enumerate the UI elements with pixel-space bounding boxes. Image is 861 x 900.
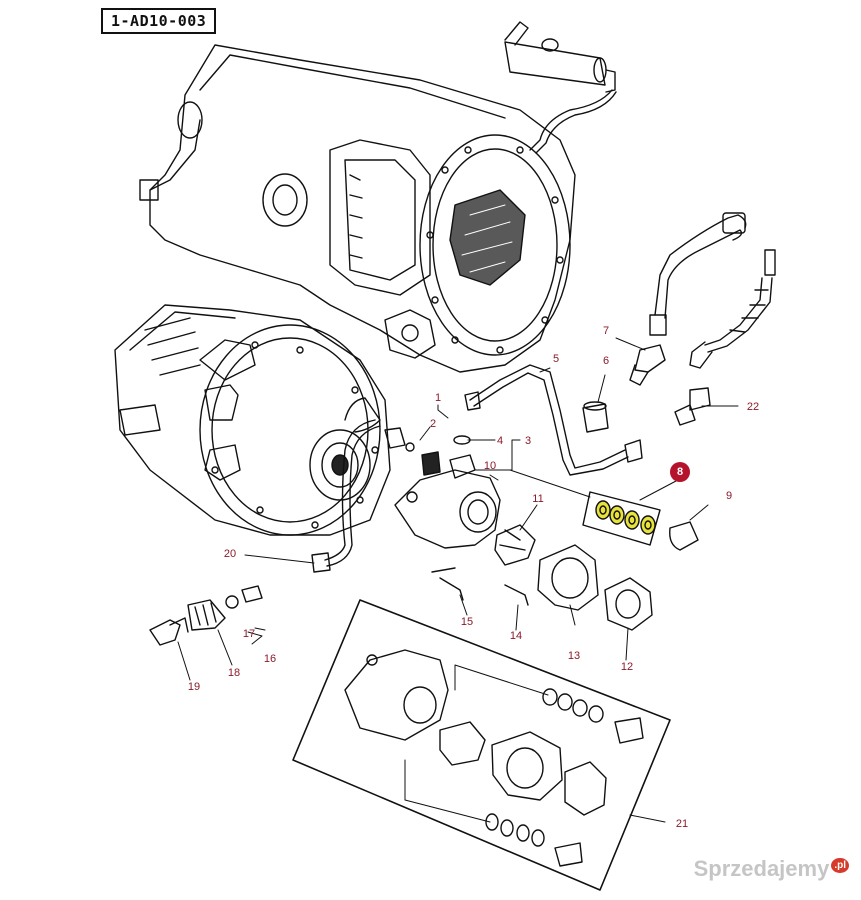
part-number-14: 14 [509,630,523,642]
part-number-15: 15 [460,616,474,628]
part-number-17: 17 [242,628,256,640]
part-number-11: 11 [532,493,544,505]
part-number-19: 19 [187,681,201,693]
part-number-6: 6 [602,355,610,367]
diagram-reference-code: 1-AD10-003 [101,8,217,34]
transmission-housing [139,44,576,373]
master-cylinder [504,21,617,154]
watermark-suffix: .pl [831,857,849,873]
part-number-5: 5 [552,353,560,365]
part-number-20: 20 [223,548,237,560]
watermark-logo: Sprzedajemy.pl [694,856,849,882]
highlighted-part-badge: 8 [670,462,690,482]
part-number-4: 4 [496,435,504,447]
part-number-18: 18 [227,667,241,679]
watermark-text: Sprzedajemy [693,856,830,881]
leader-lines [177,337,739,823]
part-number-3: 3 [524,435,532,447]
small-fittings [384,401,609,476]
part-number-16: 16 [263,653,277,665]
part-number-10: 10 [483,460,497,472]
bleed-parts [149,585,263,646]
pipe-assemblies [311,364,643,573]
part-number-22: 22 [746,401,760,413]
part-number-21: 21 [675,818,689,830]
part-number-13: 13 [567,650,581,662]
cylinder-parts [431,521,699,631]
part-number-1: 1 [434,392,442,404]
part-number-2: 2 [429,418,437,430]
hydraulic-hoses [629,212,776,426]
part-number-7: 7 [602,325,610,337]
repair-kit-box [292,599,671,891]
part-number-12: 12 [620,661,634,673]
part-number-9: 9 [725,490,733,502]
clutch-housing [114,304,391,536]
seal-kit-highlighted [582,491,661,546]
